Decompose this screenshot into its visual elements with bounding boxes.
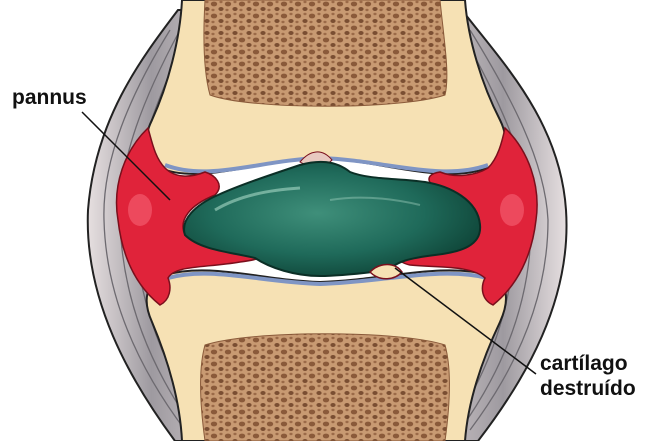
destroyed-cartilage-label-line2: destruído <box>540 376 636 401</box>
pannus-label: pannus <box>12 85 87 110</box>
destroyed-cartilage-label-line1: cartílago <box>540 351 636 376</box>
destroyed-cartilage-label: cartílago destruído <box>540 351 636 401</box>
lower-bone <box>147 270 506 441</box>
upper-bone <box>146 0 505 174</box>
lower-trabecular-bone <box>200 334 449 441</box>
upper-trabecular-bone <box>204 0 447 106</box>
